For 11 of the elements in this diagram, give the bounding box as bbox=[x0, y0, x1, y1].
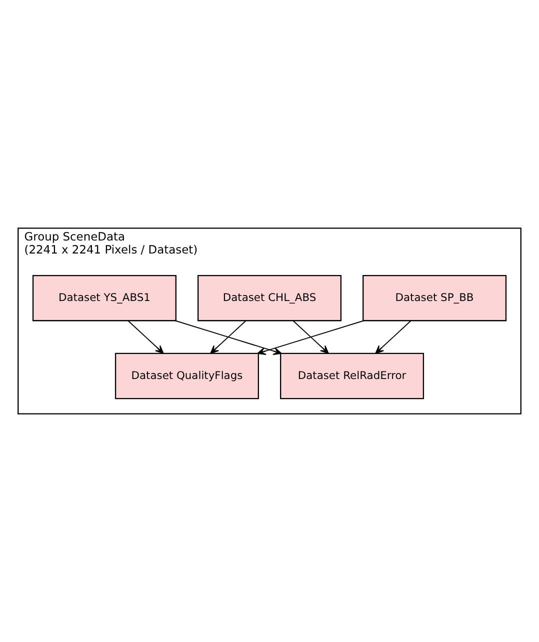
arrow bbox=[210, 320, 246, 354]
arrow bbox=[257, 320, 364, 355]
node-box: Dataset YS_ABS1 bbox=[32, 274, 176, 322]
arrow bbox=[292, 320, 329, 354]
arrow bbox=[128, 320, 164, 354]
node-box: Dataset QualityFlags bbox=[114, 352, 259, 400]
arrow bbox=[174, 320, 282, 355]
node-box: Dataset CHL_ABS bbox=[197, 274, 342, 322]
arrow bbox=[375, 320, 412, 354]
node-box: Dataset SP_BB bbox=[362, 274, 507, 322]
node-box: Dataset RelRadError bbox=[280, 352, 424, 400]
